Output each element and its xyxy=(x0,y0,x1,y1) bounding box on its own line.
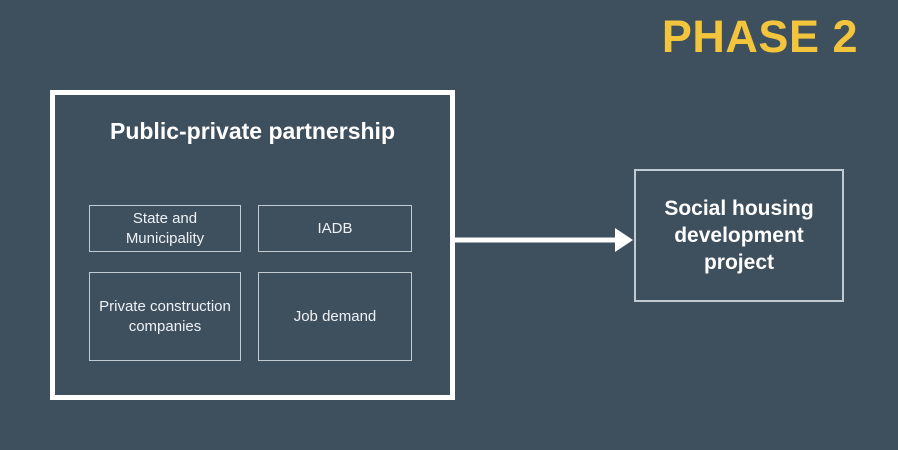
group-item-label: Job demand xyxy=(293,307,377,325)
phase-title: PHASE 2 xyxy=(661,11,858,62)
public-private-partnership-group: Public-private partnership State and Mun… xyxy=(50,90,455,400)
group-item-private-construction-companies: Private construction companies xyxy=(89,272,241,361)
group-title: Public-private partnership xyxy=(109,118,395,144)
group-item-iadb: IADB xyxy=(258,205,412,252)
group-item-job-demand: Job demand xyxy=(258,272,412,361)
group-item-state-and-municipality: State and Municipality xyxy=(89,205,241,252)
outcome-title: Social housing development project xyxy=(664,196,814,275)
outcome-box: Social housing development project xyxy=(634,169,844,302)
group-item-label: Private construction companies xyxy=(99,298,231,335)
arrow-right-icon xyxy=(455,228,633,252)
group-item-label: State and Municipality xyxy=(125,210,205,247)
group-item-label: IADB xyxy=(317,219,353,237)
